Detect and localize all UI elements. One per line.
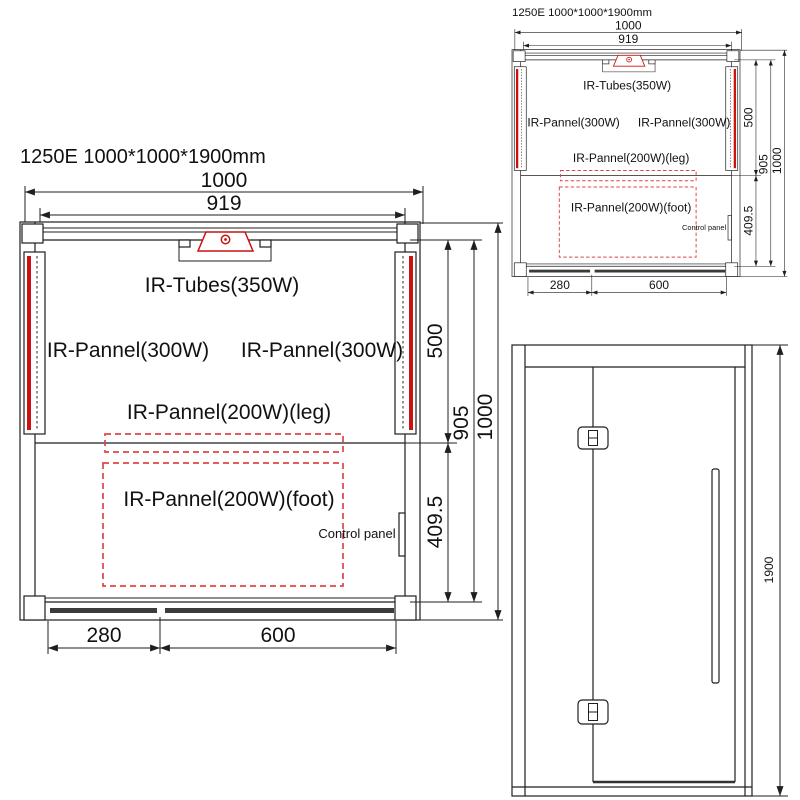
- hinge-bottom-icon: [577, 699, 609, 725]
- dim-foot-zone: 409.5: [424, 496, 447, 549]
- corner-post-bottom-left: [23, 595, 46, 621]
- door-rail-left: [50, 608, 157, 613]
- glass-door: [577, 367, 736, 784]
- room-labels: IR-Tubes(350W) IR-Pannel(300W) IR-Pannel…: [47, 274, 403, 541]
- front-view: 1900: [511, 344, 788, 797]
- label-ir-pannel-left: IR-Pannel(300W): [47, 339, 209, 362]
- drawing-title: 1250E 1000*1000*1900mm: [20, 146, 266, 168]
- dim-inner-depth: 905: [450, 405, 473, 440]
- bottom-dimensions: 280 600: [47, 617, 397, 654]
- dim-outer-depth: 1000: [474, 394, 497, 441]
- dim-height: 1900: [762, 556, 776, 583]
- label-ir-pannel-leg: IR-Pannel(200W)(leg): [127, 401, 331, 424]
- dim-outer-width: 1000: [201, 169, 248, 192]
- hinge-top-icon: [577, 426, 609, 450]
- top-dimensions: 1000 919: [24, 169, 424, 224]
- dim-side-panel-length: 500: [424, 323, 447, 358]
- right-dimensions: 500 409.5 905 1000: [405, 222, 503, 621]
- dim-door-offset: 280: [86, 624, 121, 647]
- label-control-panel: Control panel: [318, 526, 395, 541]
- label-ir-pannel-right: IR-Pannel(300W): [241, 339, 403, 362]
- corner-post-top-left: [21, 223, 44, 244]
- corner-post-bottom-right: [394, 595, 417, 621]
- dim-inner-width: 919: [206, 192, 241, 215]
- label-ir-pannel-foot: IR-Pannel(200W)(foot): [123, 488, 334, 511]
- control-panel-marker: [398, 512, 406, 557]
- label-ir-tubes: IR-Tubes(350W): [145, 274, 299, 297]
- door-rail-right: [165, 608, 394, 613]
- top-view-main: 1250E 1000*1000*1900mm 1000 919: [19, 146, 503, 654]
- leg-panel-dashed-outline: [104, 433, 344, 453]
- right-ir-panel: [394, 251, 417, 435]
- left-ir-panel: [23, 251, 46, 435]
- door-handle: [711, 468, 720, 684]
- corner-post-top-right: [396, 223, 419, 244]
- ir-tube-heater-icon: [178, 231, 272, 262]
- foot-panel-dashed-outline: [102, 462, 344, 587]
- dim-door-width: 600: [260, 624, 295, 647]
- height-dimension: 1900: [752, 344, 788, 797]
